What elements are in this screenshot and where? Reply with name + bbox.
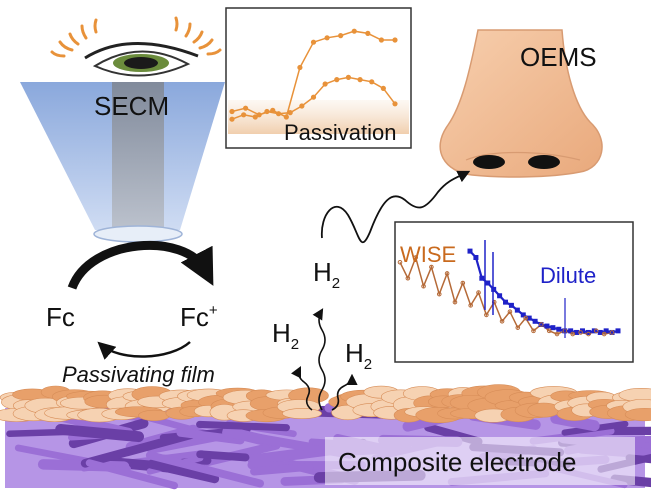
passivation-point <box>288 110 293 115</box>
dilute-point <box>485 281 490 286</box>
h2-top-base: H <box>313 257 332 287</box>
passivation-point <box>365 31 370 36</box>
h2-label-right: H2 <box>345 338 372 373</box>
passivation-point <box>284 114 289 119</box>
passivation-inset: Passivation <box>226 8 411 148</box>
electrode-fiber <box>254 467 310 472</box>
dilute-point <box>497 293 502 298</box>
dilute-point <box>509 303 514 308</box>
passivation-point <box>357 77 362 82</box>
passivation-point <box>369 79 374 84</box>
composite-electrode-label: Composite electrode <box>338 447 576 477</box>
film-particle <box>138 410 169 420</box>
eye-icon <box>52 18 220 76</box>
h2-right-sub: 2 <box>364 356 372 373</box>
dilute-point <box>544 324 549 329</box>
dilute-point <box>479 276 484 281</box>
passivation-label: Passivation <box>284 120 397 145</box>
nose-icon: OEMS <box>440 30 602 177</box>
passivation-point <box>229 109 234 114</box>
h2-right-base: H <box>345 338 364 368</box>
fc-label: Fc <box>46 302 75 332</box>
passivation-point <box>253 114 258 119</box>
dilute-point <box>616 328 621 333</box>
dilute-point <box>468 249 473 254</box>
passivation-point <box>392 101 397 106</box>
passivation-point <box>297 65 302 70</box>
redox-cycle: Fc Fc+ <box>46 245 218 356</box>
passivation-point <box>379 37 384 42</box>
passivation-point <box>381 86 386 91</box>
film-particle <box>282 408 321 418</box>
cycle-arrow-lower <box>100 342 190 357</box>
passivation-point <box>323 81 328 86</box>
oems-inset: WISE Dilute <box>395 222 633 362</box>
passivation-point <box>241 112 246 117</box>
cycle-arrows-icon <box>72 245 205 288</box>
h2-label-left: H2 <box>272 318 299 353</box>
passivation-point <box>299 103 304 108</box>
secm-tip <box>94 226 182 242</box>
h2-gas-evolution: H2 H2 H2 <box>272 257 372 410</box>
oems-label: OEMS <box>520 42 597 72</box>
h2-label-top: H2 <box>313 257 340 292</box>
passivation-point <box>264 109 269 114</box>
passivation-point <box>392 37 397 42</box>
h2-left-sub: 2 <box>291 336 299 353</box>
dilute-point <box>515 308 520 313</box>
secm-probe: SECM <box>20 82 225 242</box>
dilute-point <box>473 255 478 260</box>
passivation-point <box>311 40 316 45</box>
wise-label: WISE <box>400 242 456 267</box>
nostril-left <box>473 155 505 169</box>
passivation-point <box>324 35 329 40</box>
passivation-point <box>276 111 281 116</box>
dilute-point <box>503 300 508 305</box>
electrode-fiber <box>200 454 245 457</box>
secm-label: SECM <box>94 91 169 121</box>
fc-plus-base: Fc <box>180 302 209 332</box>
passivation-point <box>352 29 357 34</box>
fc-plus-sup: + <box>209 302 218 319</box>
passivation-point <box>311 95 316 100</box>
electrode-fiber <box>61 429 139 436</box>
passivation-point <box>229 117 234 122</box>
h2-left-base: H <box>272 318 291 348</box>
fc-plus-label: Fc+ <box>180 302 218 332</box>
dilute-point <box>556 327 561 332</box>
passivation-point <box>334 77 339 82</box>
passivating-film-label: Passivating film <box>62 362 215 387</box>
passivation-point <box>346 75 351 80</box>
nostril-right <box>528 155 560 169</box>
h2-top-sub: 2 <box>332 275 340 292</box>
electrode-fiber <box>200 424 287 427</box>
dilute-point <box>533 319 538 324</box>
passivation-point <box>338 33 343 38</box>
dilute-label: Dilute <box>540 263 596 288</box>
dilute-point <box>550 325 555 330</box>
passivation-point <box>243 106 248 111</box>
passivation-point <box>270 108 275 113</box>
